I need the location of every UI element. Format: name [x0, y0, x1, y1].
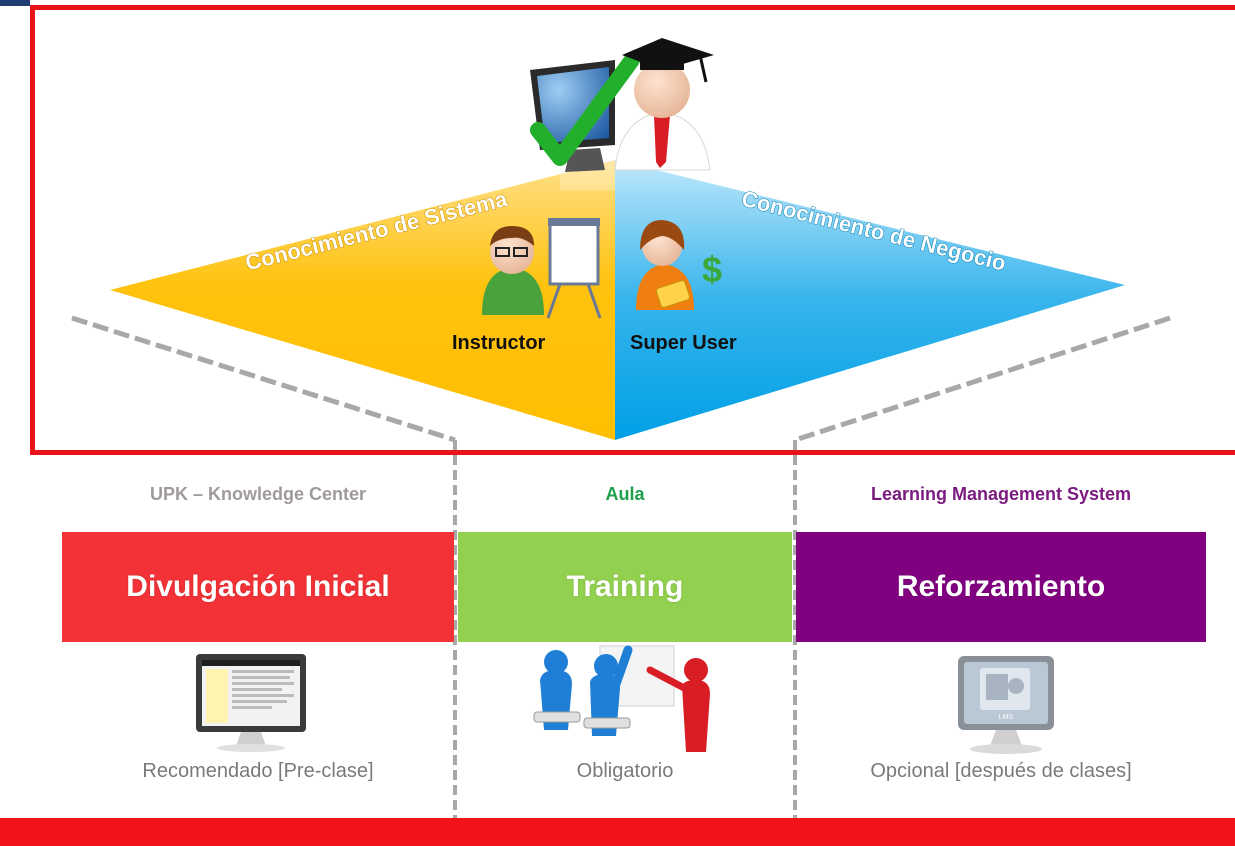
phase-label-reforzamiento: Reforzamiento	[896, 570, 1106, 603]
upk-monitor-icon	[196, 654, 306, 752]
top-frame	[30, 5, 1235, 455]
left-dashed-line	[71, 315, 456, 443]
phase-label-training: Training	[566, 570, 684, 603]
business-knowledge-region	[615, 160, 1125, 440]
role-label-super-user: Super User	[630, 332, 737, 354]
graduate-user-icon	[614, 38, 714, 171]
super-user-icon: $	[636, 220, 722, 310]
corner-tab	[0, 0, 30, 6]
dollar-icon: $	[702, 249, 722, 290]
phase-bar-reforzamiento: Reforzamiento	[796, 532, 1206, 642]
system-knowledge-region	[110, 160, 615, 440]
source-upk: UPK – Knowledge Center	[149, 484, 367, 504]
source-lms: Learning Management System	[870, 484, 1132, 504]
lms-monitor-icon: LMS	[958, 656, 1054, 754]
phase-bar-training: Training	[458, 532, 792, 642]
lms-screen-label: LMS	[999, 714, 1014, 721]
role-label-instructor: Instructor	[452, 332, 546, 354]
classroom-training-icon	[533, 645, 710, 752]
phase-bar-divulgacion: Divulgación Inicial	[62, 532, 454, 642]
instructor-icon	[482, 218, 602, 319]
phase-label-divulgacion: Divulgación Inicial	[126, 570, 390, 603]
caption-opcional: Opcional [después de clases]	[870, 760, 1132, 782]
bottom-red-bar	[0, 818, 1235, 846]
source-aula: Aula	[605, 484, 645, 504]
checkmark-icon	[530, 52, 640, 166]
caption-obligatorio: Obligatorio	[576, 760, 674, 782]
caption-recomendado: Recomendado [Pre-clase]	[142, 760, 374, 782]
